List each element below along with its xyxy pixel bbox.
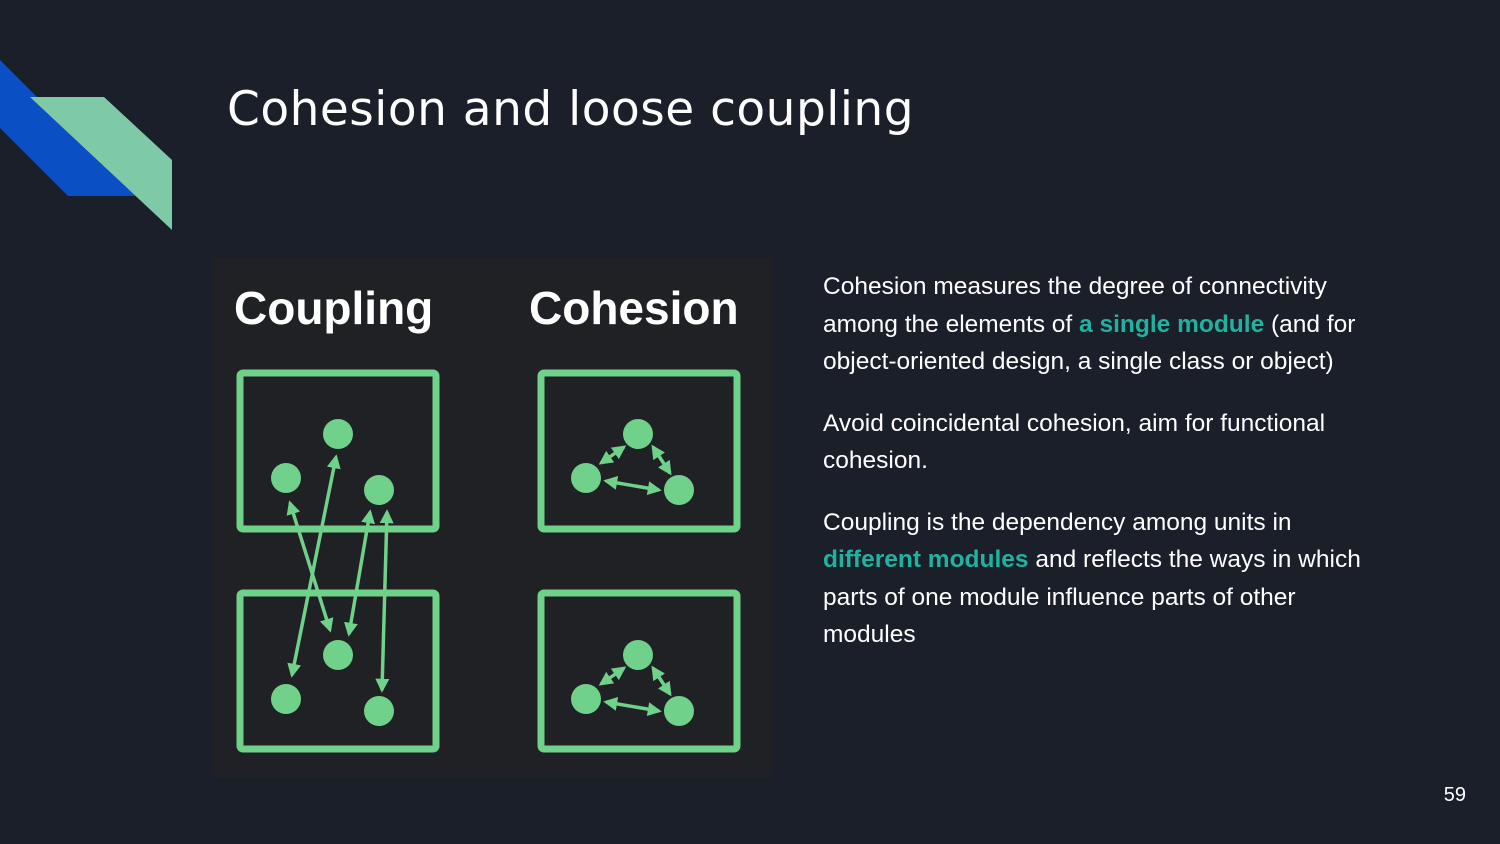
coupling-arrow (344, 509, 375, 637)
corner-chevron-decoration (0, 60, 172, 230)
coupling-node (323, 419, 353, 449)
paragraph-coupling-definition: Coupling is the dependency among units i… (823, 504, 1383, 654)
body-text: Cohesion measures the degree of connecti… (823, 268, 1383, 678)
cohesion-node (664, 475, 694, 505)
cohesion-module-bottom (537, 589, 741, 753)
cohesion-module-top (537, 369, 741, 533)
coupling-node (271, 463, 301, 493)
paragraph-functional-cohesion: Avoid coincidental cohesion, aim for fun… (823, 409, 1326, 475)
text-span: Coupling is the dependency among units i… (823, 508, 1292, 536)
coupling-node (364, 696, 394, 726)
paragraph-cohesion-definition: Cohesion measures the degree of connecti… (823, 268, 1383, 381)
cohesion-arrow (598, 666, 627, 686)
coupling-node (271, 684, 301, 714)
cohesion-arrow (651, 444, 672, 476)
coupling-node (364, 475, 394, 505)
highlight-different-modules: different modules (823, 546, 1029, 573)
cohesion-node (571, 463, 601, 493)
cohesion-node (664, 696, 694, 726)
text-span: and reflects the ways in which parts of … (823, 546, 1361, 648)
coupling-arrow (286, 500, 334, 633)
coupling-module-top (236, 369, 440, 533)
cohesion-arrow (598, 445, 627, 465)
coupling-cohesion-diagram (212, 258, 772, 778)
cohesion-node (623, 419, 653, 449)
cohesion-arrow (651, 665, 672, 697)
cohesion-label: Cohesion (529, 282, 739, 334)
cohesion-node (571, 684, 601, 714)
page-number: 59 (1443, 784, 1466, 806)
cohesion-node (623, 640, 653, 670)
coupling-label: Coupling (234, 282, 434, 334)
diagram-graphic (236, 369, 741, 753)
text-span: Cohesion measures the degree of connecti… (823, 273, 1327, 338)
coupling-arrow (287, 454, 341, 678)
coupling-module-bottom (236, 589, 440, 753)
cohesion-arrow (603, 696, 662, 717)
coupling-arrow (375, 509, 394, 693)
coupling-node (323, 640, 353, 670)
highlight-a-single-module: a single module (1079, 310, 1265, 338)
cohesion-arrow (603, 475, 662, 496)
slide-title: Cohesion and loose coupling (227, 82, 915, 137)
text-span: (and for object-oriented design, a singl… (823, 310, 1356, 376)
